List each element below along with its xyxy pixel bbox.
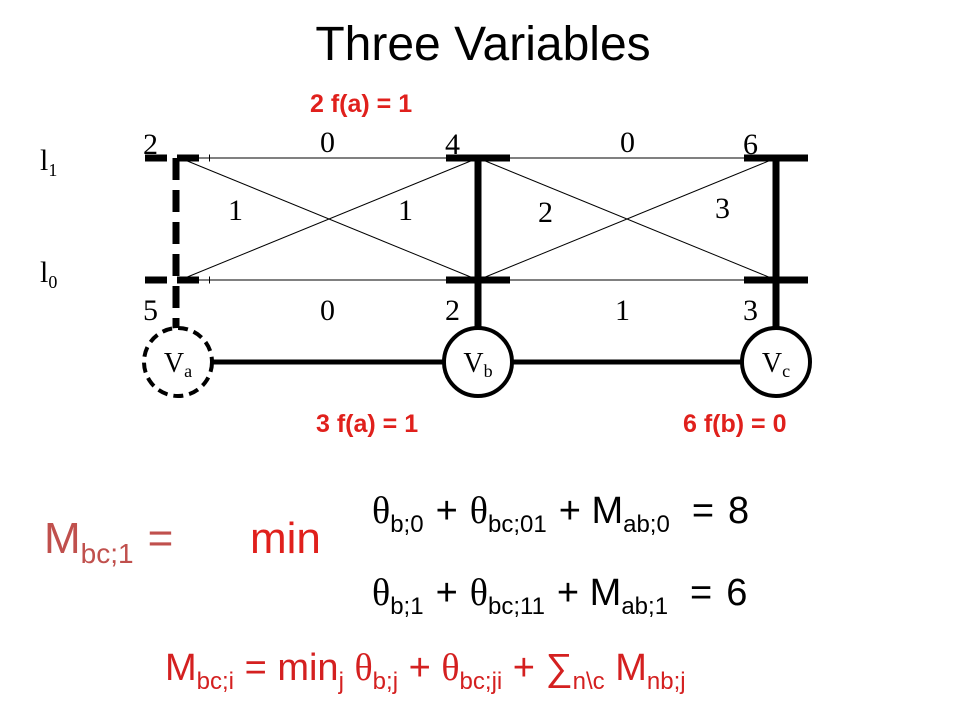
pairwise-bc-cross-left: 2 [538,196,553,229]
unary-c-top: 6 [743,128,758,161]
general-formula: Mbc;i = minj θb;j + θbc;ji + ∑n\c Mnb;j [165,647,686,695]
page-title: Three Variables [315,18,650,71]
message-label-top: 2 f(a) = 1 [310,90,412,118]
variable-a-column [145,154,210,330]
pairwise-edges [179,157,777,281]
message-label-bottom-right: 6 f(b) = 0 [683,410,787,438]
edge-bc-cross-up [477,157,777,281]
variable-b-column [446,154,510,330]
pairwise-ab-cross-right: 1 [398,194,413,227]
pairwise-bc-bottom: 1 [615,294,630,327]
message-label-bottom-left: 3 f(a) = 1 [316,410,418,438]
message-lhs: Mbc;1= [44,514,173,569]
formula-row-2: θb;1+θbc;11+ Mab;1=6 [372,572,747,620]
label-l0: l0 [40,256,57,292]
unary-c-bottom: 3 [743,294,758,327]
unary-a-bottom: 5 [143,294,158,327]
unary-a-top: 2 [143,128,158,161]
formula-row-1: θb;0+θbc;01+ Mab;0=8 [372,490,749,538]
node-vb-label: Vb [463,348,492,381]
edge-ab-cross-up [179,157,479,281]
node-va [142,326,214,398]
node-vc [740,326,812,398]
unary-b-bottom: 2 [445,294,460,327]
node-vc-label: Vc [762,348,790,381]
node-vb [442,326,514,398]
min-operator: min [250,514,321,563]
pairwise-ab-bottom: 0 [320,294,335,327]
node-va-label: Va [164,348,192,381]
pairwise-bc-cross-right: 3 [715,192,730,225]
pairwise-ab-top: 0 [320,126,335,159]
unary-b-top: 4 [445,128,460,161]
variable-c-column [744,154,808,330]
pairwise-bc-top: 0 [620,126,635,159]
label-l1: l1 [40,144,57,180]
pairwise-ab-cross-left: 1 [228,194,243,227]
